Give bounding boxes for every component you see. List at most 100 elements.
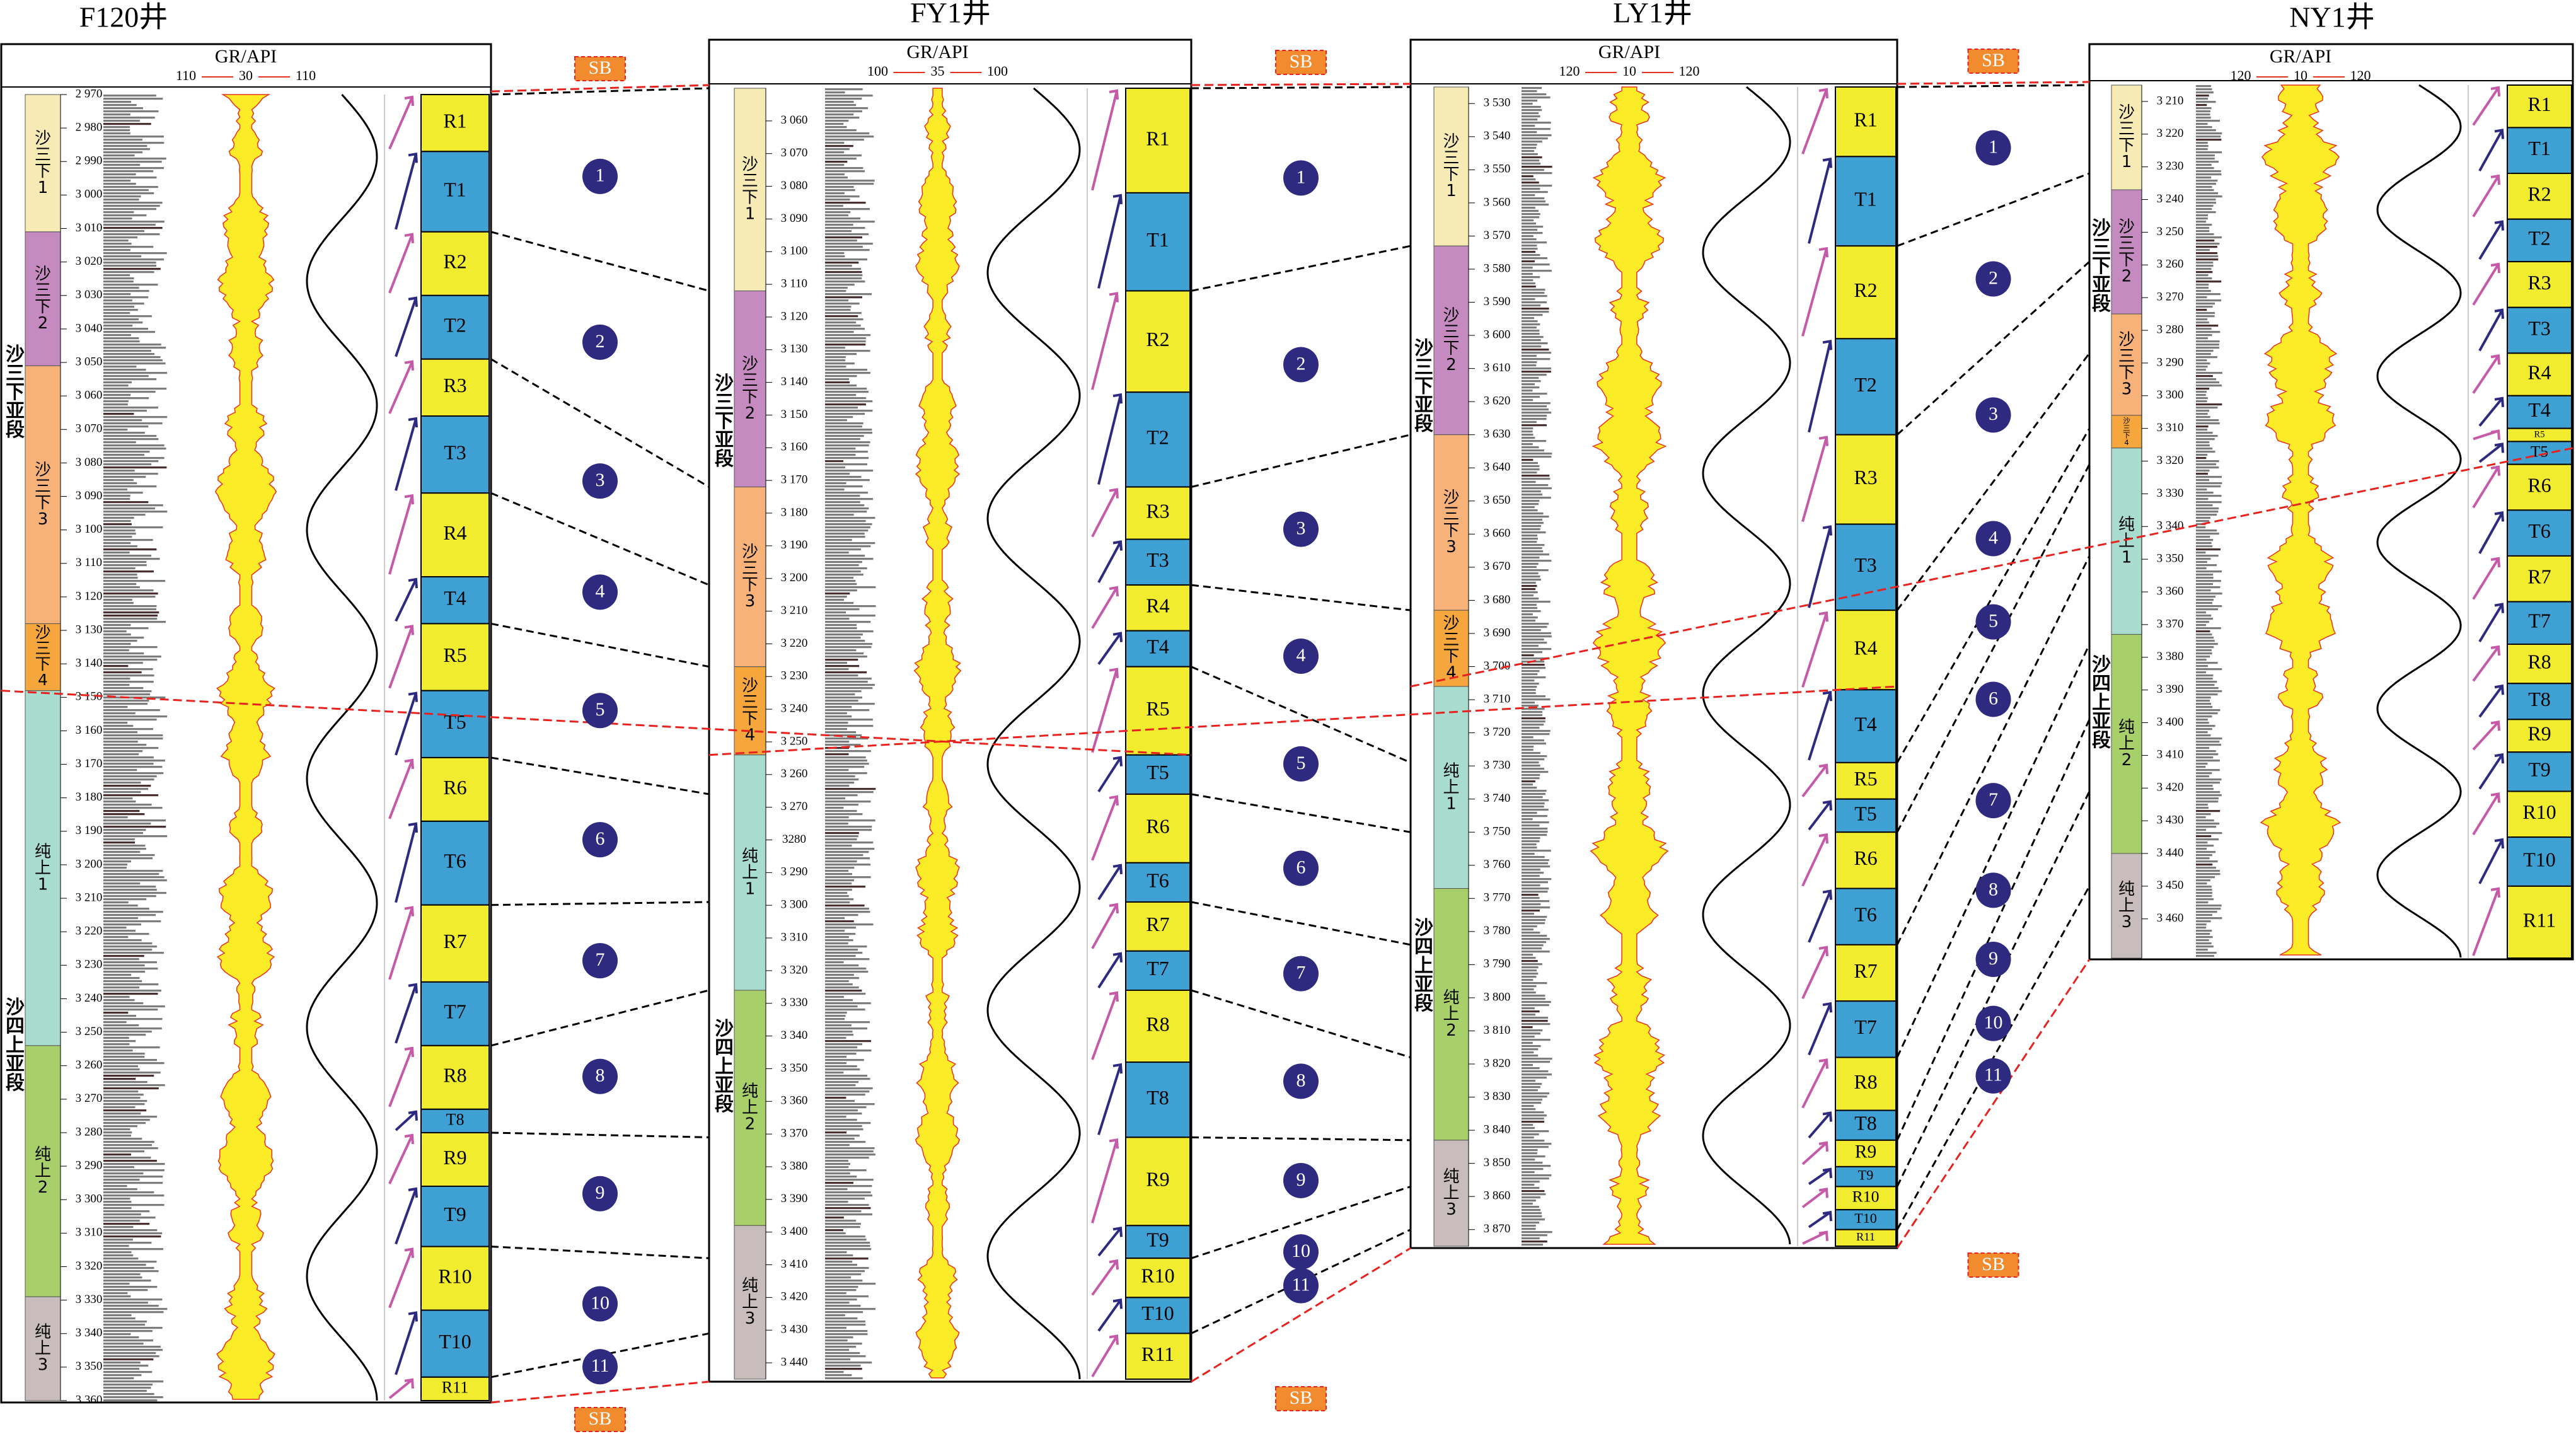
sb-label: SB (589, 57, 612, 78)
cycle-label: T7 (444, 1000, 466, 1023)
lithology-bar (2196, 173, 2222, 176)
lithology-bar (2196, 205, 2214, 207)
cycle-block (420, 576, 490, 625)
lithology-bar (2196, 741, 2220, 743)
lithology-bar (103, 1207, 132, 1210)
lithology-bar (1522, 765, 1540, 767)
depth-tick-label: 3 410 (2157, 748, 2184, 761)
lithology-bar (1522, 1048, 1539, 1051)
lithology-bar (2196, 328, 2212, 330)
lithology-bar (825, 848, 875, 850)
lithology-bar (825, 117, 860, 119)
cycle-label: R5 (1854, 767, 1877, 790)
lithology-bar (1522, 768, 1545, 770)
lithology-bar (825, 1308, 876, 1310)
lithology-bar (825, 879, 854, 882)
depth-tick-label: 3 310 (76, 1226, 103, 1239)
lithology-bar (103, 98, 163, 100)
lithology-bar (2196, 359, 2207, 362)
lithology-bar (825, 331, 854, 333)
lithology-bar (103, 703, 148, 705)
lithology-bar (825, 1034, 853, 1036)
lithology-bar (2196, 403, 2222, 406)
lithology-bar (1522, 903, 1541, 906)
lithology-bar (2196, 362, 2210, 365)
member-char: 亚 (2092, 274, 2111, 296)
lithology-bar (2196, 375, 2213, 378)
transgressive-arrow (1808, 1112, 1832, 1139)
lithology-bar (825, 132, 870, 135)
sub-unit-char: 4 (38, 671, 48, 689)
sb-box (1967, 1252, 2019, 1278)
lithology-bar (1522, 840, 1540, 843)
lithology-bar (825, 1065, 857, 1068)
depth-tick-label: 3 320 (2157, 454, 2184, 467)
arrow-head (2490, 557, 2500, 568)
transgressive-arrow (395, 984, 417, 1044)
depth-tick-label: 3 260 (781, 767, 808, 780)
transgressive-arrow (1097, 1064, 1122, 1135)
depth-tick-label: 3 230 (76, 958, 103, 971)
sub-unit-char: 下 (35, 298, 51, 316)
lithology-bar (2196, 583, 2214, 586)
sub-unit-char: 上 (1443, 1183, 1459, 1202)
lithology-bar (825, 1128, 863, 1131)
lithology-bar (1522, 1051, 1534, 1054)
cycle-label: R10 (438, 1264, 471, 1287)
lithology-bar (825, 1103, 875, 1106)
lithology-bar (825, 801, 871, 803)
lithology-bar (103, 681, 154, 683)
lithology-bar (103, 372, 168, 374)
cycle-label: T6 (1146, 869, 1169, 891)
well-frame (708, 38, 1193, 1383)
lithology-bar (1522, 790, 1547, 792)
lithology-bar (825, 1251, 847, 1254)
lithology-bar (825, 180, 875, 182)
depth-tick-label: 3 270 (781, 800, 808, 813)
cycle-label: R11 (1141, 1343, 1174, 1365)
lithology-bar (2196, 526, 2206, 529)
lithology-bar (825, 914, 858, 916)
depth-tick-label: 3 360 (2157, 584, 2184, 598)
depth-tick-label: 3 260 (76, 1058, 103, 1072)
lithology-bar (2196, 640, 2215, 642)
cycle-label: R9 (443, 1146, 466, 1169)
lithology-bar (103, 640, 137, 642)
sub-unit-char: 1 (1446, 794, 1457, 813)
lithology-bar (103, 1242, 152, 1244)
lithology-bar (103, 615, 158, 617)
cycle-block (2507, 84, 2572, 129)
lithology-bar (103, 246, 154, 248)
lithology-bar (103, 290, 149, 292)
regressive-arrow (1091, 796, 1118, 861)
lithology-bar (103, 429, 128, 431)
lithology-bar (2196, 325, 2219, 327)
lithology-bar (2196, 668, 2222, 671)
lithology-bar (825, 233, 869, 236)
lithology-bar (825, 211, 851, 214)
lithology-bar (1522, 519, 1543, 521)
sub-unit-char: 三 (2118, 347, 2135, 366)
lithology-bar (1522, 1171, 1535, 1174)
lithology-bar (103, 230, 144, 233)
lithology-bar (103, 321, 143, 324)
sequence-number-badge (582, 1349, 618, 1385)
lithology-bar (1522, 824, 1540, 827)
lithology-bar (825, 403, 866, 406)
lithology-bar (103, 715, 168, 718)
lithology-bar (2196, 236, 2222, 239)
lithology-bar (1522, 664, 1545, 666)
lithology-bar (1522, 1083, 1542, 1085)
regressive-arrow (388, 1048, 413, 1107)
lithology-bar (825, 933, 856, 935)
lithology-bar (103, 810, 140, 812)
regressive-arrow (2472, 720, 2500, 751)
lithology-bar (825, 611, 846, 614)
lithology-bar (825, 949, 858, 951)
sb-label: SB (1982, 1254, 2005, 1275)
lithology-bar (103, 1336, 139, 1339)
lithology-bar (2196, 183, 2216, 185)
lithology-bar (1522, 437, 1535, 439)
lithology-bar (103, 958, 139, 961)
lithology-bar (1522, 777, 1540, 780)
